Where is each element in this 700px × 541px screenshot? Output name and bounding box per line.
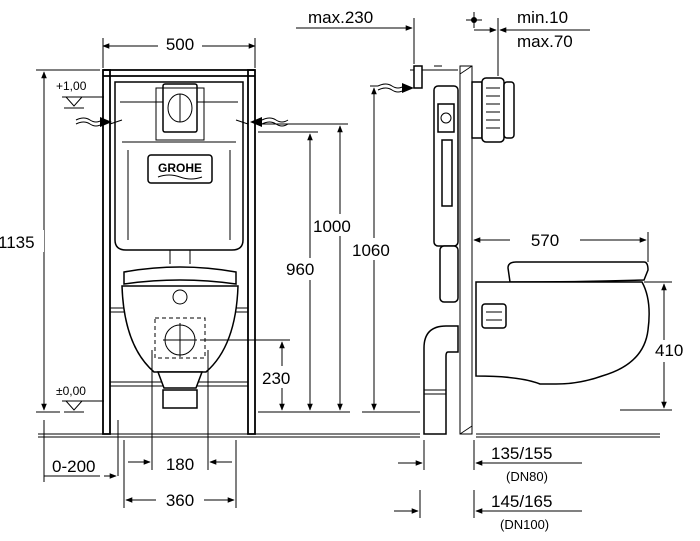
drain-pipe	[423, 325, 459, 435]
dim-410-label: 410	[655, 341, 683, 360]
dim-1060-label: 1060	[352, 241, 390, 260]
dim-1000: 1000	[258, 123, 352, 413]
wall-axis-mark	[466, 12, 482, 28]
dim-960: 960	[258, 131, 318, 411]
dim-410: 410	[620, 281, 700, 411]
dim-dn100-value: 145/165	[491, 492, 552, 511]
dim-360-label: 360	[166, 491, 194, 510]
dim-500: 500	[102, 34, 256, 68]
side-view: max.230 min.10 max.70 1060 570	[296, 8, 700, 532]
dim-dn100: 145/165 (DN100)	[394, 490, 582, 532]
dim-230-label: 230	[262, 369, 290, 388]
floor-line	[38, 433, 660, 438]
level-floor-label: ±0,00	[56, 384, 86, 398]
bowl-side	[475, 261, 650, 385]
level-top-label: +1,00	[56, 79, 87, 93]
dim-0-200: 0-200	[43, 420, 119, 482]
dim-dn80: 135/155 (DN80)	[398, 440, 582, 484]
dim-0-200-label: 0-200	[52, 457, 95, 476]
level-marker-top: +1,00	[56, 79, 104, 109]
dim-960-label: 960	[286, 260, 314, 279]
brand-logo: GROHE	[158, 161, 202, 175]
wall-section	[459, 65, 515, 435]
dim-1135: 1135	[0, 69, 100, 413]
bowl-front	[121, 266, 239, 409]
dim-180: 180	[128, 350, 232, 474]
water-inlet-left	[75, 117, 112, 127]
level-marker-floor: ±0,00	[56, 384, 104, 413]
cistern: GROHE	[109, 81, 249, 264]
dim-min-10-label: min.10	[517, 8, 568, 27]
dim-dn100-label: (DN100)	[500, 517, 549, 532]
dim-360: 360	[123, 440, 237, 510]
dim-dn80-value: 135/155	[491, 444, 552, 463]
dim-1060: 1060	[352, 85, 420, 413]
front-view: GROHE	[0, 34, 352, 510]
dim-1135-label: 1135	[0, 233, 35, 252]
dim-dn80-label: (DN80)	[506, 469, 548, 484]
dim-230: 230	[200, 339, 298, 411]
dim-max-70-label: max.70	[517, 32, 573, 51]
dim-570: 570	[473, 231, 649, 262]
dim-500-label: 500	[166, 35, 194, 54]
cistern-side	[410, 65, 459, 303]
dim-570-label: 570	[531, 231, 559, 250]
water-inlet-side	[377, 83, 414, 93]
dim-max-230: max.230	[296, 8, 415, 64]
dim-1000-label: 1000	[313, 217, 351, 236]
dim-min-max: min.10 max.70	[474, 8, 590, 76]
dim-180-label: 180	[166, 455, 194, 474]
dim-max-230-label: max.230	[308, 8, 373, 27]
